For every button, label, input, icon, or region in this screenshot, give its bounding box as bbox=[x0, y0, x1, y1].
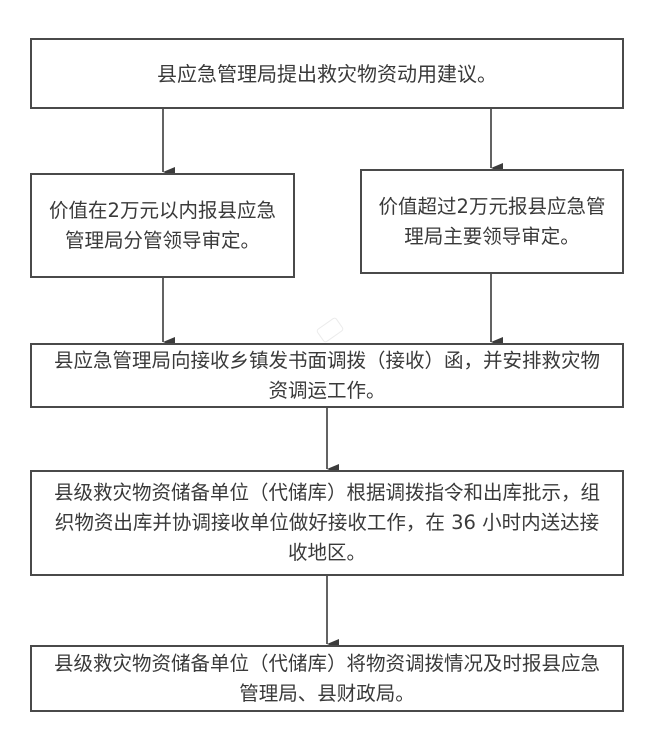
flow-step-propose: 县应急管理局提出救灾物资动用建议。 bbox=[30, 38, 624, 109]
flow-step-dispatch-letter: 县应急管理局向接收乡镇发书面调拨（接收）函，并安排救灾物资调运工作。 bbox=[30, 343, 624, 408]
flow-step-text: 县应急管理局提出救灾物资动用建议。 bbox=[157, 61, 497, 86]
flow-step-text: 价值在2万元以内报县应急管理局分管领导审定。 bbox=[49, 198, 276, 252]
flow-step-text: 县应急管理局向接收乡镇发书面调拨（接收）函，并安排救灾物资调运工作。 bbox=[53, 348, 600, 402]
flow-step-text: 县级救灾物资储备单位（代储库）将物资调拨情况及时报县应急管理局、县财政局。 bbox=[53, 651, 600, 705]
flow-step-under-20k: 价值在2万元以内报县应急管理局分管领导审定。 bbox=[30, 173, 295, 278]
flow-step-warehouse-delivery: 县级救灾物资储备单位（代储库）根据调拨指令和出库批示，组织物资出库并协调接收单位… bbox=[30, 470, 624, 576]
flow-step-text: 县级救灾物资储备单位（代储库）根据调拨指令和出库批示，组织物资出库并协调接收单位… bbox=[53, 481, 600, 564]
flow-step-over-20k: 价值超过2万元报县应急管理局主要领导审定。 bbox=[360, 169, 624, 274]
flow-step-text: 价值超过2万元报县应急管理局主要领导审定。 bbox=[378, 194, 606, 248]
watermark-icon bbox=[315, 316, 345, 344]
flow-step-report: 县级救灾物资储备单位（代储库）将物资调拨情况及时报县应急管理局、县财政局。 bbox=[30, 645, 624, 712]
